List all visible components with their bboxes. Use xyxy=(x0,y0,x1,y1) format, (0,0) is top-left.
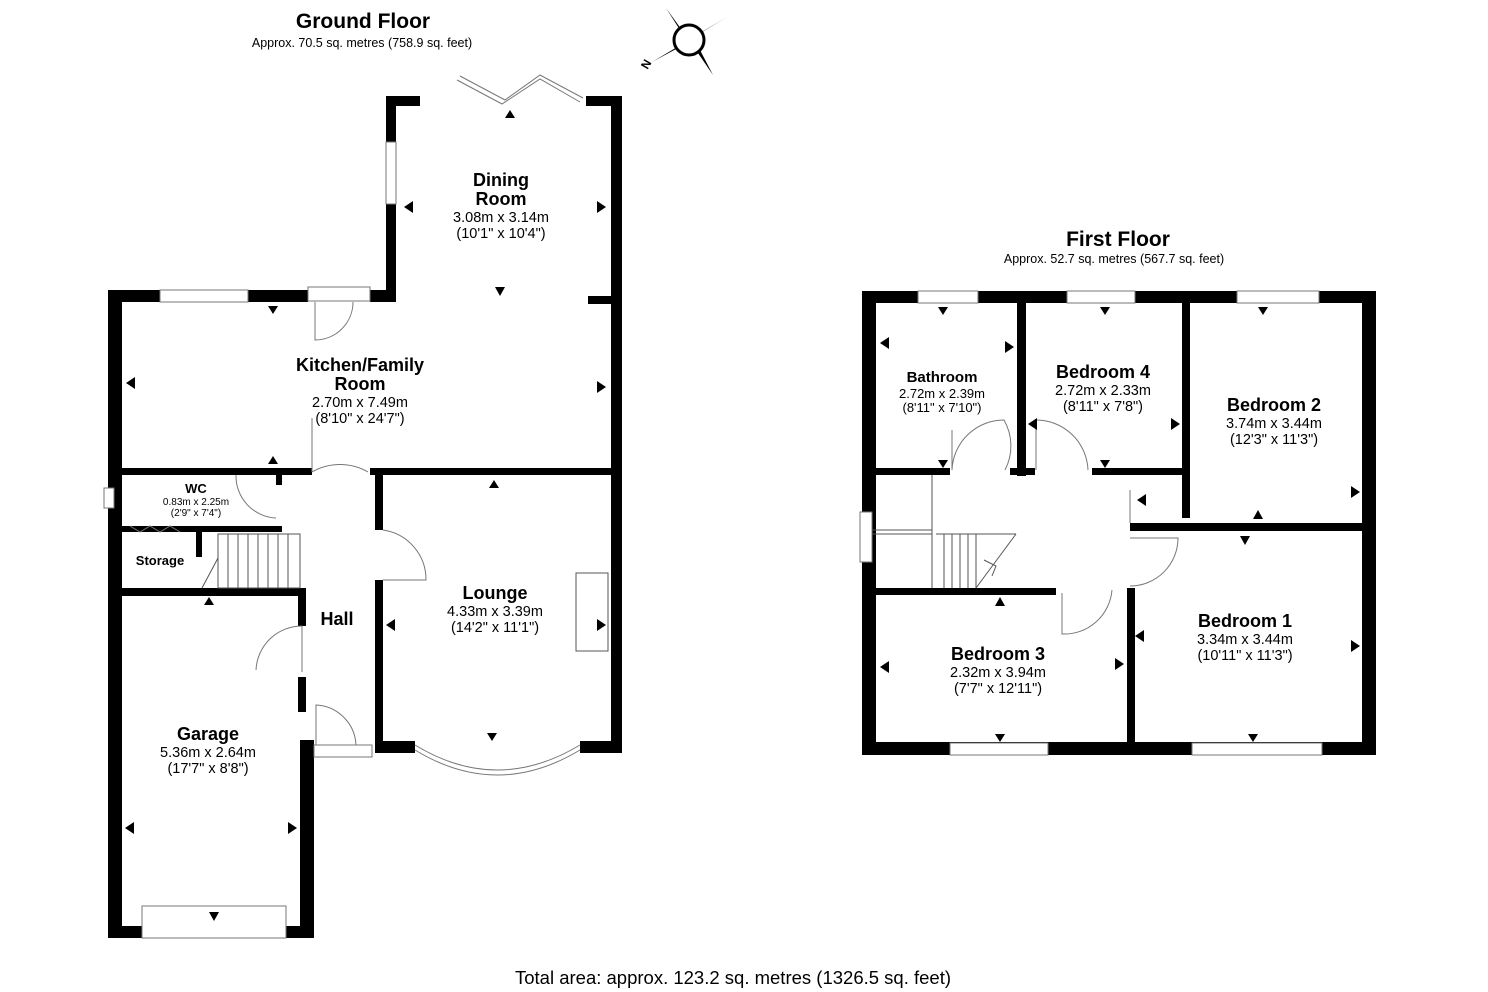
kitchen-metric: 2.70m x 7.49m xyxy=(312,395,408,411)
room-wc: WC 0.83m x 2.25m (2'9" x 7'4") xyxy=(163,481,229,519)
bedroom2-name: Bedroom 2 xyxy=(1227,395,1321,415)
bedroom1-imperial: (10'11" x 11'3") xyxy=(1197,648,1292,664)
lounge-metric: 4.33m x 3.39m xyxy=(447,604,543,620)
dining-metric: 3.08m x 3.14m xyxy=(453,210,549,226)
room-bathroom: Bathroom 2.72m x 2.39m (8'11" x 7'10") xyxy=(899,369,985,415)
kitchen-name-2: Room xyxy=(335,374,386,394)
room-kitchen: Kitchen/Family Room 2.70m x 7.49m (8'10"… xyxy=(296,355,424,427)
room-bedroom1: Bedroom 1 3.34m x 3.44m (10'11" x 11'3") xyxy=(1197,611,1293,664)
first-floor-walls xyxy=(862,291,1376,755)
bedroom3-name: Bedroom 3 xyxy=(951,644,1045,664)
ground-stairs xyxy=(201,533,301,589)
total-area: Total area: approx. 123.2 sq. metres (13… xyxy=(515,967,951,988)
wc-metric: 0.83m x 2.25m xyxy=(163,497,229,508)
first-floor-arrows xyxy=(880,307,1360,742)
dining-name-2: Room xyxy=(476,189,527,209)
ground-floor-openings xyxy=(103,74,609,939)
bedroom4-metric: 2.72m x 2.33m xyxy=(1055,383,1151,399)
room-bedroom2: Bedroom 2 3.74m x 3.44m (12'3" x 11'3") xyxy=(1226,395,1322,448)
ground-floor-title: Ground Floor xyxy=(296,10,430,33)
kitchen-imperial: (8'10" x 24'7") xyxy=(315,411,404,427)
bedroom3-imperial: (7'7" x 12'11") xyxy=(954,681,1042,697)
bedroom2-metric: 3.74m x 3.44m xyxy=(1226,416,1322,432)
garage-imperial: (17'7" x 8'8") xyxy=(167,761,248,777)
room-dining: Dining Room 3.08m x 3.14m (10'1" x 10'4"… xyxy=(453,170,549,242)
ground-floor-arrows xyxy=(125,110,606,921)
wc-name: WC xyxy=(185,481,207,496)
lounge-imperial: (14'2" x 11'1") xyxy=(451,620,539,636)
compass-north-label: N xyxy=(638,57,654,72)
storage-name: Storage xyxy=(136,553,184,568)
dining-name-1: Dining xyxy=(473,170,529,190)
bathroom-metric: 2.72m x 2.39m xyxy=(899,386,985,401)
bedroom4-imperial: (8'11" x 7'8") xyxy=(1063,399,1143,415)
room-bedroom4: Bedroom 4 2.72m x 2.33m (8'11" x 7'8") xyxy=(1055,362,1151,415)
garage-name: Garage xyxy=(177,724,239,744)
wc-imperial: (2'9" x 7'4") xyxy=(171,508,221,519)
bedroom2-imperial: (12'3" x 11'3") xyxy=(1230,432,1318,448)
bedroom3-metric: 2.32m x 3.94m xyxy=(950,665,1046,681)
lounge-name: Lounge xyxy=(463,583,528,603)
bathroom-name: Bathroom xyxy=(907,369,978,386)
hall-name: Hall xyxy=(320,609,353,629)
first-stairs xyxy=(936,533,1017,589)
bedroom1-metric: 3.34m x 3.44m xyxy=(1197,632,1293,648)
first-floor-title: First Floor xyxy=(1066,228,1170,251)
first-floor-area: Approx. 52.7 sq. metres (567.7 sq. feet) xyxy=(1004,252,1224,266)
room-lounge: Lounge 4.33m x 3.39m (14'2" x 11'1") xyxy=(447,583,543,636)
bathroom-imperial: (8'11" x 7'10") xyxy=(903,400,982,415)
bedroom1-name: Bedroom 1 xyxy=(1198,611,1292,631)
room-bedroom3: Bedroom 3 2.32m x 3.94m (7'7" x 12'11") xyxy=(950,644,1046,697)
first-floor-openings xyxy=(859,290,1323,756)
garage-metric: 5.36m x 2.64m xyxy=(160,745,256,761)
kitchen-name-1: Kitchen/Family xyxy=(296,355,424,375)
compass-icon: N xyxy=(638,8,727,75)
ground-floor-area: Approx. 70.5 sq. metres (758.9 sq. feet) xyxy=(252,36,472,50)
room-garage: Garage 5.36m x 2.64m (17'7" x 8'8") xyxy=(160,724,256,777)
dining-imperial: (10'1" x 10'4") xyxy=(456,226,545,242)
bedroom4-name: Bedroom 4 xyxy=(1056,362,1150,382)
